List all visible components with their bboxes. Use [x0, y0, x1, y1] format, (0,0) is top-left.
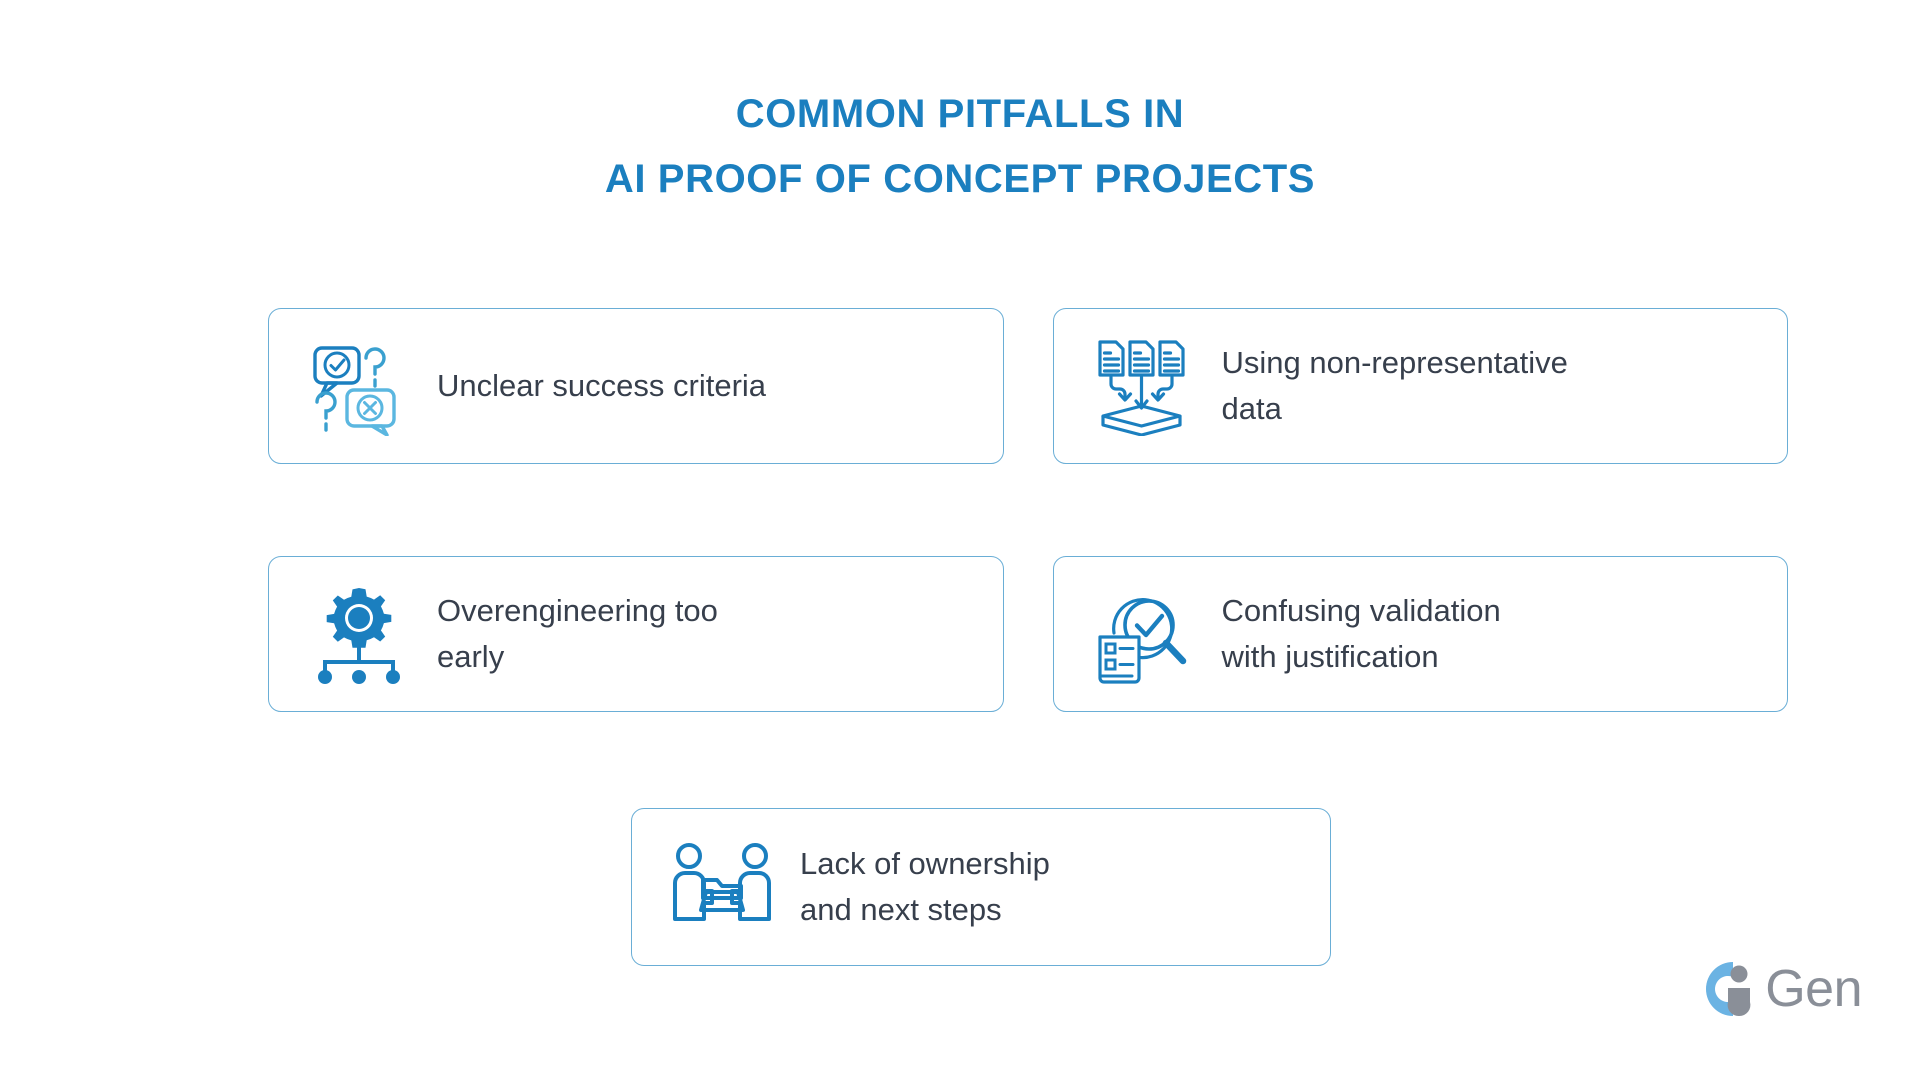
documents-to-tray-icon	[1092, 334, 1196, 438]
card-label: Lack of ownership and next steps	[800, 846, 1050, 927]
magnifier-checklist-icon	[1092, 582, 1196, 686]
card-non-representative-data[interactable]: Using non-representative data	[1052, 308, 1788, 464]
logo-text: Gen	[1765, 960, 1862, 1018]
card-row-1: Unclear success criteria	[268, 308, 1788, 464]
card-unclear-success-criteria[interactable]: Unclear success criteria	[268, 308, 1004, 464]
card-label: Unclear success criteria	[437, 368, 767, 404]
card-label: Overengineering too early	[437, 593, 718, 674]
pitfall-card-grid: Unclear success criteria	[268, 308, 1788, 966]
card-lack-of-ownership[interactable]: Lack of ownership and next steps	[631, 808, 1331, 966]
card-overengineering-too-early[interactable]: Overengineering too early	[268, 556, 1004, 712]
speech-bubbles-question-icon	[307, 334, 411, 438]
page-title: COMMON PITFALLS IN AI PROOF OF CONCEPT P…	[0, 82, 1920, 212]
card-row-3: Lack of ownership and next steps	[631, 808, 1788, 966]
gear-hierarchy-icon	[307, 582, 411, 686]
title-line-2: AI PROOF OF CONCEPT PROJECTS	[604, 157, 1316, 201]
card-row-2: Overengineering too early	[268, 556, 1788, 712]
handover-people-icon	[670, 835, 774, 939]
card-label: Using non-representative data	[1221, 345, 1568, 426]
card-confusing-validation[interactable]: Confusing validation with justification	[1052, 556, 1788, 712]
title-line-1: COMMON PITFALLS IN	[735, 92, 1185, 136]
cigen-logo: Gen	[1699, 958, 1862, 1020]
cigen-logo-icon	[1699, 958, 1761, 1020]
card-label: Confusing validation with justification	[1221, 593, 1501, 674]
